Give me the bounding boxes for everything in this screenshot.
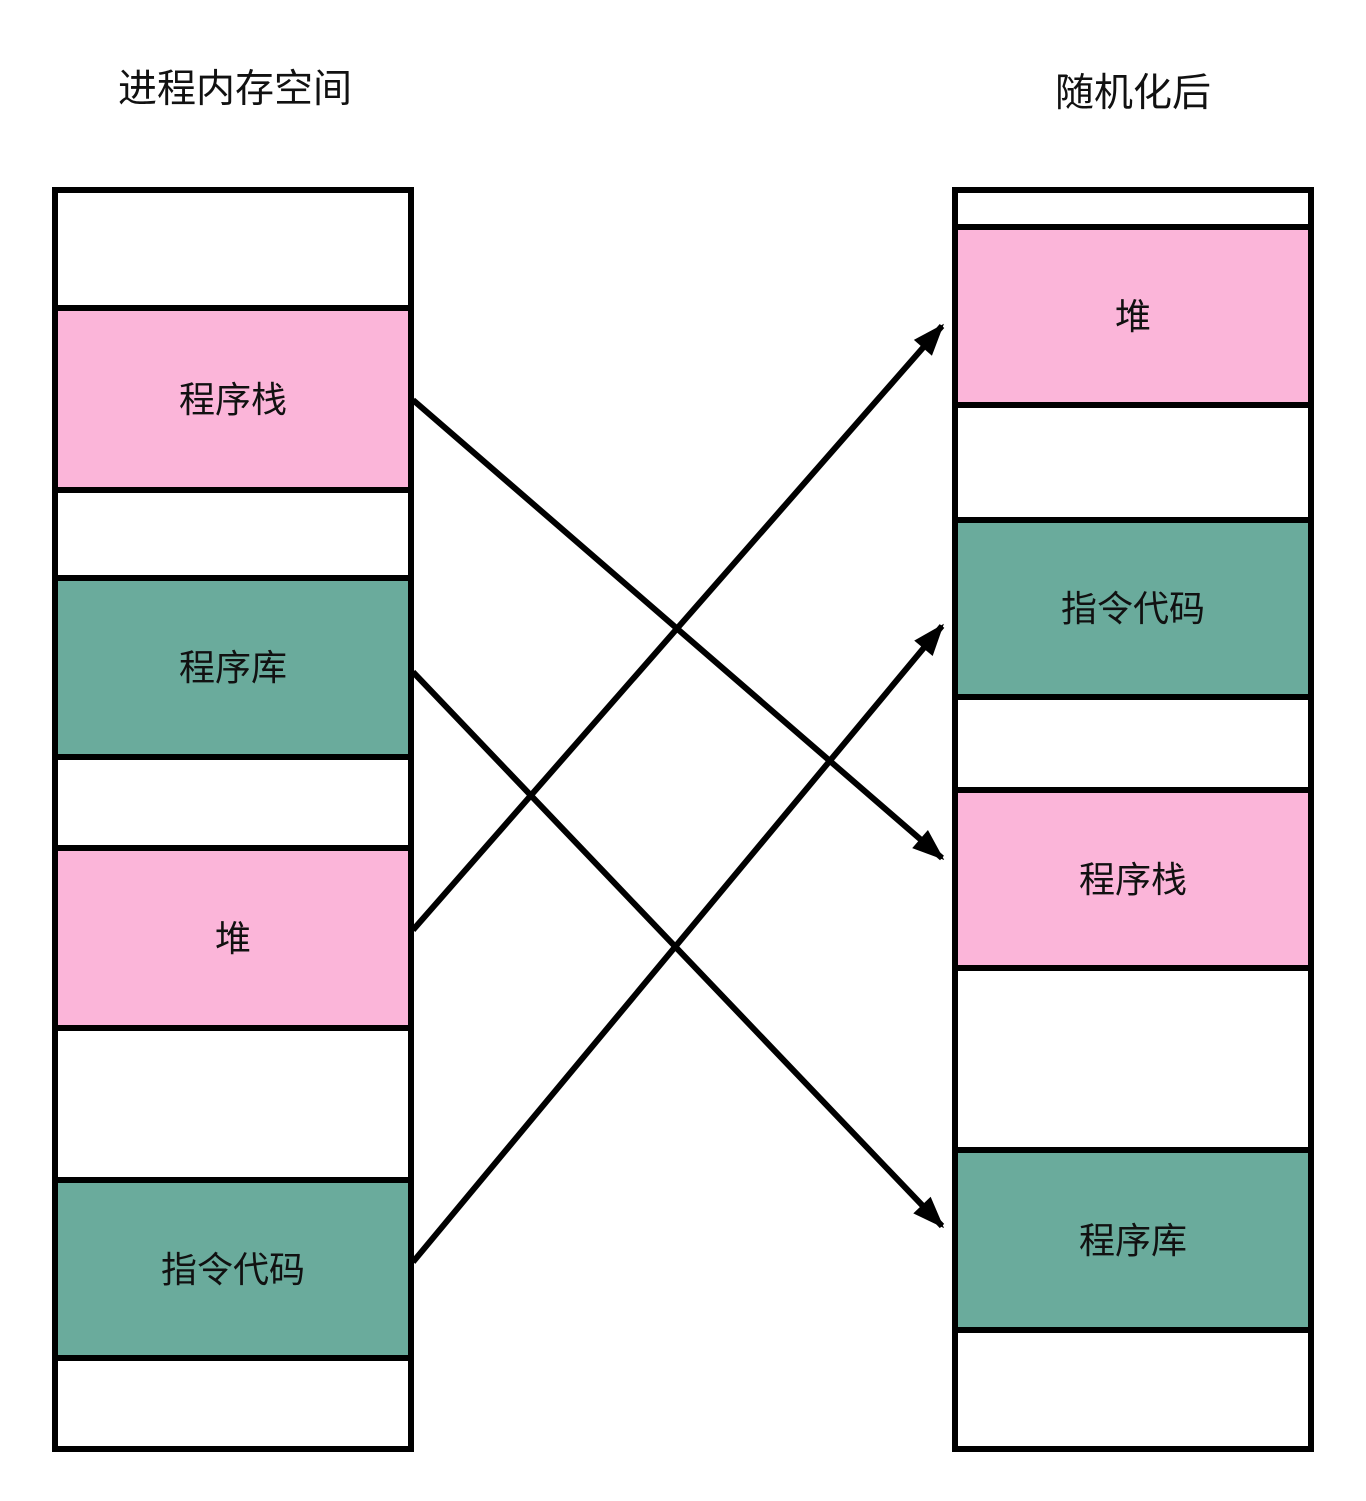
arrow-libraries-to-libraries <box>410 669 945 1229</box>
right-libraries-label: 程序库 <box>1079 1220 1187 1261</box>
arrow-code-to-code <box>410 623 945 1264</box>
left-segment-empty-2 <box>52 487 414 581</box>
left-segment-libraries <box>52 575 414 760</box>
left-segment-code <box>52 1177 414 1361</box>
right-segment-empty-2 <box>952 402 1314 523</box>
right-segment-empty-top <box>952 187 1314 230</box>
right-memory-column: 堆 指令代码 程序栈 程序库 <box>952 187 1314 1452</box>
left-segment-empty-top <box>52 187 414 311</box>
left-code-label: 指令代码 <box>161 1249 305 1290</box>
right-segment-code <box>952 517 1314 700</box>
right-heap-label: 堆 <box>1115 296 1151 337</box>
left-segment-empty-bottom <box>52 1355 414 1452</box>
right-segment-empty-3 <box>952 694 1314 793</box>
right-column-title: 随机化后 <box>1055 72 1211 115</box>
left-memory-column: 程序栈 程序库 堆 指令代码 <box>52 187 414 1452</box>
right-code-label: 指令代码 <box>1061 588 1205 629</box>
left-segment-stack <box>52 305 414 493</box>
left-heap-label: 堆 <box>215 918 251 959</box>
left-stack-label: 程序栈 <box>179 379 287 420</box>
left-segment-empty-4 <box>52 1025 414 1183</box>
mapping-arrows <box>410 323 945 1264</box>
left-segment-empty-3 <box>52 754 414 851</box>
left-column-title: 进程内存空间 <box>118 68 352 111</box>
right-segment-empty-4 <box>952 965 1314 1153</box>
right-segment-empty-bottom <box>952 1327 1314 1452</box>
arrow-heap-to-heap <box>410 323 945 932</box>
right-segment-libraries <box>952 1147 1314 1333</box>
right-stack-label: 程序栈 <box>1079 859 1187 900</box>
left-libraries-label: 程序库 <box>179 647 287 688</box>
